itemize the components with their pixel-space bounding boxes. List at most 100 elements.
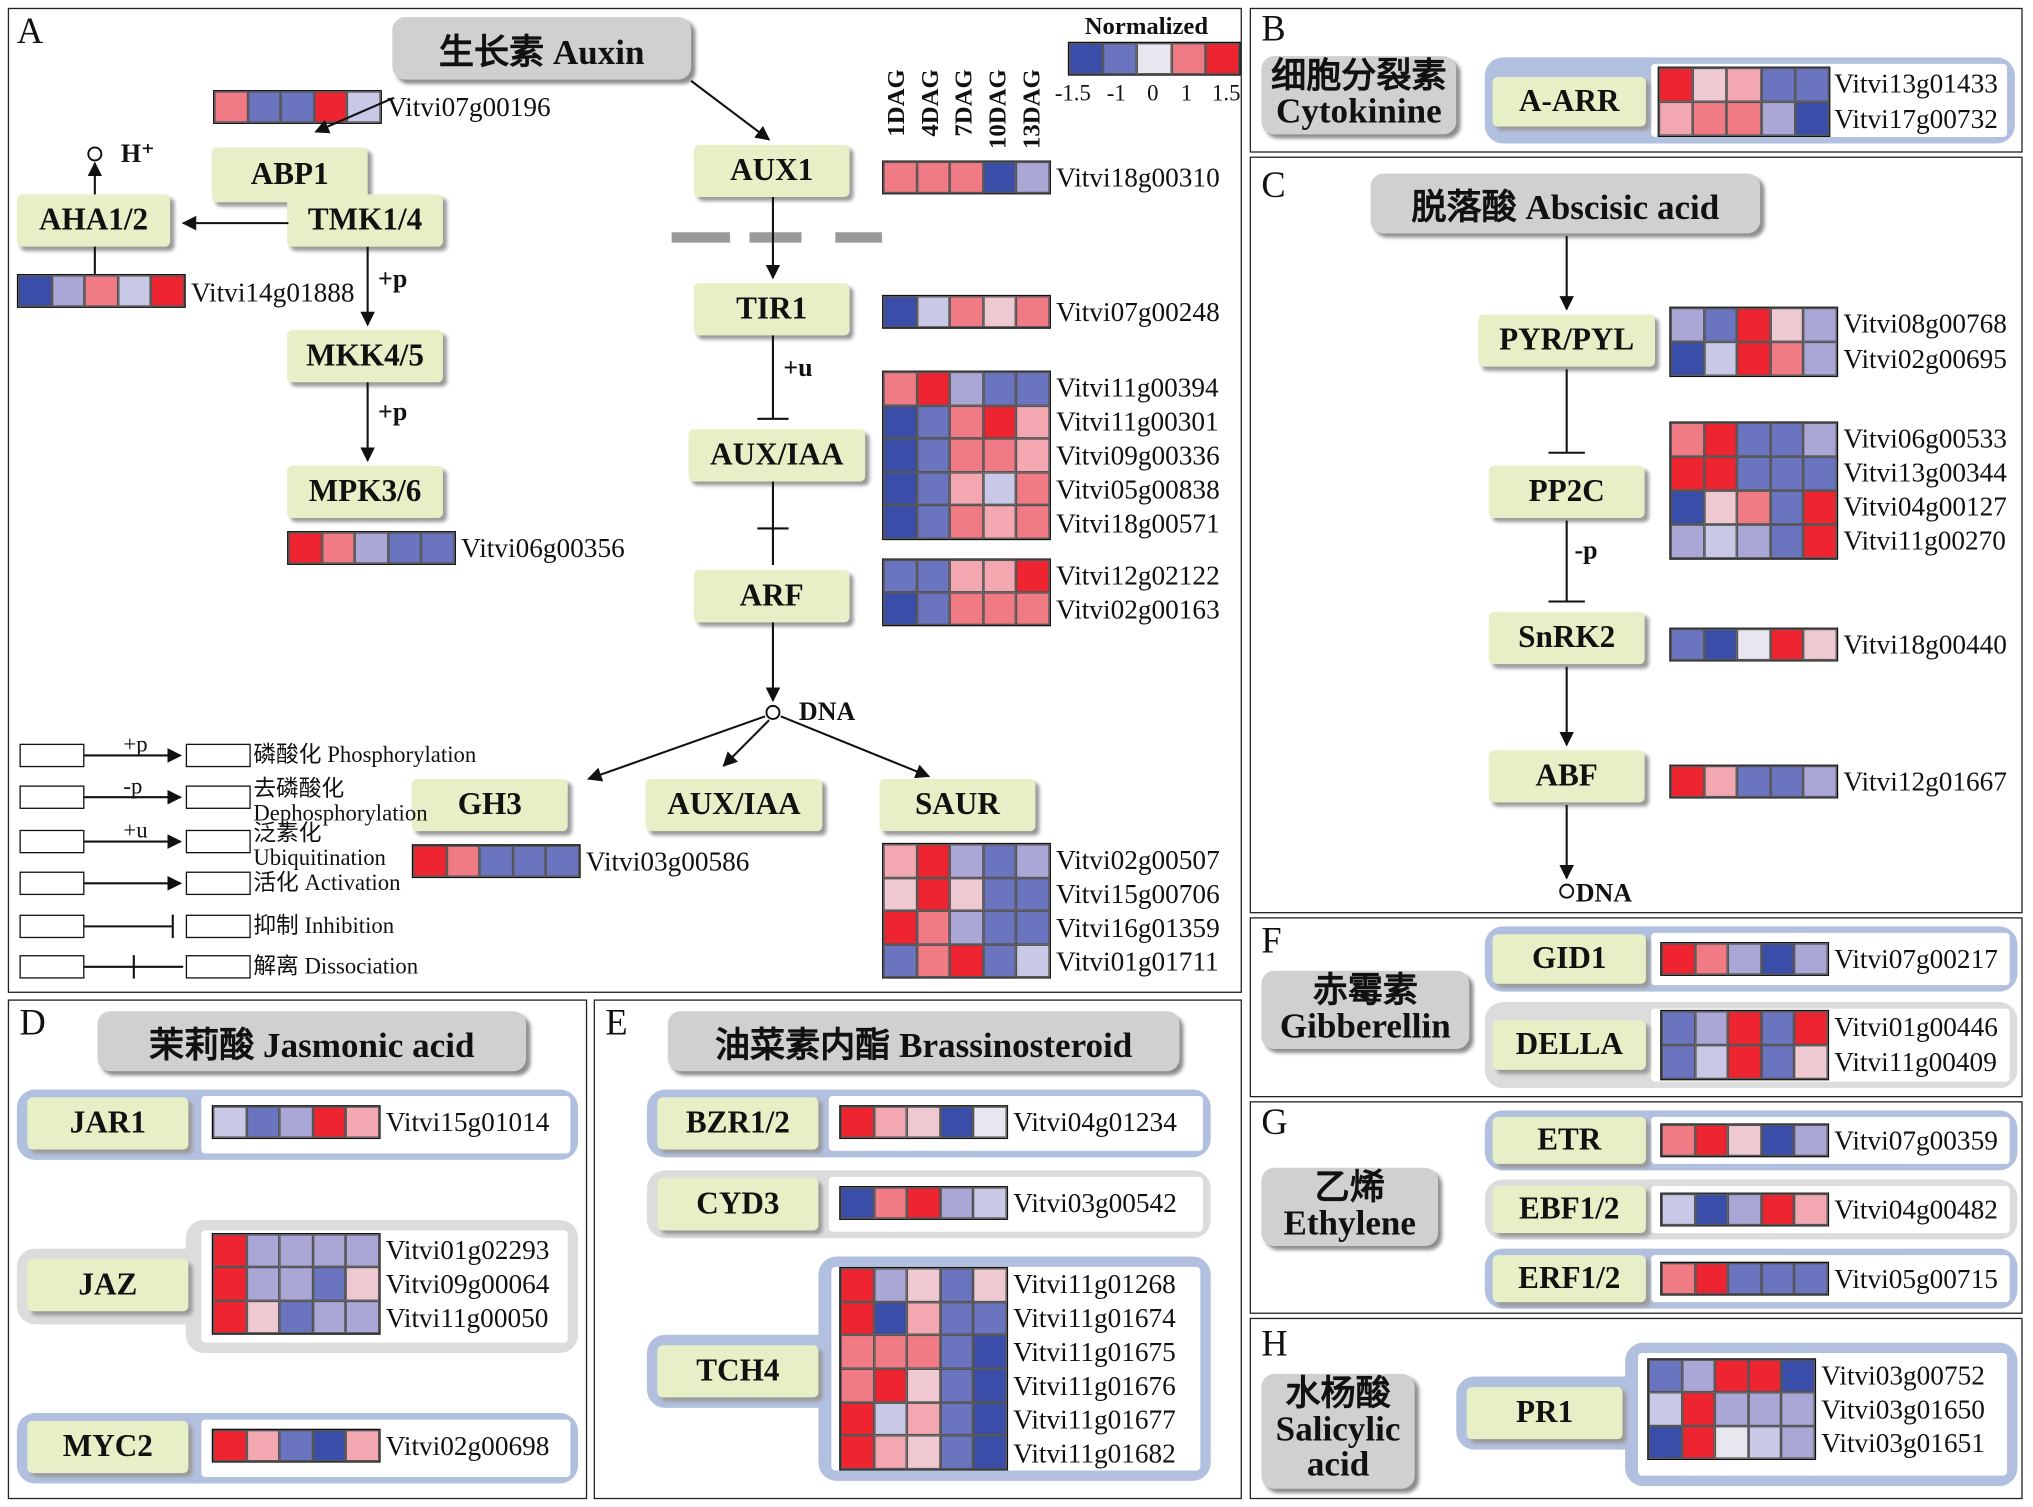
heatmap-cell [1715,1392,1749,1426]
panel-a: A 生长素 Auxin Normalized -1.5 -1 0 1 1.5 1… [7,7,1242,993]
aba-pathway-arrows [1548,236,1585,899]
heatmap-aha [16,273,186,308]
heatmap-cell [1703,628,1738,661]
heatmap-auxiaa [882,370,1051,541]
abscisic-acid-title: 脱落酸 Abscisic acid [1370,173,1761,234]
gene-id: Vitvi15g00706 [1056,878,1220,910]
heatmap-cell [973,1187,1007,1219]
heatmap-aux1 [882,160,1051,195]
heatmap-cell [983,472,1017,506]
heatmap-cell [1016,943,1050,978]
heatmap-cell [940,1187,974,1219]
gene-id: Vitvi11g00050 [385,1302,549,1334]
heatmap-cell [1748,1392,1782,1426]
heatmap-saur [882,842,1051,979]
heatmap-cell [883,438,917,473]
heatmap-cell [388,532,422,564]
salicylic-acid-title-en-2: acid [1306,1444,1370,1484]
gene-id: Vitvi06g00356 [461,532,625,564]
heatmap-cell [1205,43,1240,75]
heatmap-cell [1681,1359,1716,1393]
heatmap-cell [883,559,917,593]
heatmap-cell [906,1106,941,1138]
heatmap-cell [873,1335,907,1369]
heatmap-cell [1661,1011,1695,1046]
gene-id: Vitvi04g00482 [1834,1193,1998,1226]
heatmap-cell [983,592,1017,625]
heatmap-cell [1670,628,1704,661]
heatmap-cell [1016,559,1050,593]
gibberellin-title-en: Gibberellin [1279,1005,1451,1046]
heatmap-cell [1703,341,1738,376]
heatmap-cell [883,505,917,539]
heatmap-cell [916,877,950,911]
heatmap-cell [1016,877,1050,911]
heatmap-cell [940,1106,974,1138]
heatmap-cell [1761,101,1796,136]
heatmap-cell [1748,1425,1782,1459]
heatmap-gid1 [1660,942,1830,976]
heatmap-cell [883,592,917,625]
heatmap-cell [1016,472,1050,506]
heatmap-cell [246,1234,280,1268]
heatmap-cell [1661,1045,1695,1080]
key-box [19,829,85,854]
heatmap-cell [280,91,315,123]
panel-e: E 油菜素内酯 Brassinosteroid BZR1/2 Vitvi04g0… [593,999,1242,1500]
heatmap-cell [1658,67,1693,102]
phospho-label: +p [378,264,408,294]
heatmap-cell [213,1106,247,1138]
key-box [19,955,85,979]
heatmap-cell [1681,1392,1716,1426]
panel-g-letter: G [1261,1102,1288,1143]
heatmap-cell [1016,910,1050,944]
gene-id: Vitvi02g00695 [1843,343,2007,375]
gene-id: Vitvi05g00715 [1834,1263,1998,1295]
brassinosteroid-title: 油菜素内酯 Brassinosteroid [667,1011,1180,1072]
heatmap-cell [312,1106,347,1138]
legend-tick: 0 [1147,79,1159,106]
gene-id: Vitvi11g01676 [1013,1369,1176,1402]
heatmap-cell [1803,490,1837,525]
heatmap-cell [1728,1124,1762,1157]
node-jar1: JAR1 [27,1097,189,1150]
heatmap-cell [973,1368,1007,1403]
gene-id: Vitvi08g00768 [1843,307,2007,340]
heatmap-cell [940,1335,974,1369]
heatmap-cell [1728,1011,1762,1046]
heatmap-cell [916,296,950,328]
panel-b: B 细胞分裂素 Cytokinine A-ARR Vitvi13g01433 V… [1249,7,2023,153]
heatmap-cell [117,275,152,307]
gene-id: Vitvi11g00301 [1056,405,1219,438]
heatmap-cell [1795,67,1830,102]
key-label: 磷酸化 Phosphorylation [253,741,477,768]
heatmap-cell [1694,1124,1729,1157]
heatmap-cell [1694,1045,1729,1080]
node-arf: ARF [693,570,850,623]
gene-id: Vitvi15g01014 [385,1106,550,1138]
proton-label: H⁺ [120,139,155,169]
heatmap-snrk2 [1669,627,1839,662]
gene-id: Vitvi03g00586 [585,845,750,877]
heatmap-cell [1728,1045,1762,1080]
gene-id: Vitvi18g00310 [1056,161,1220,194]
heatmap-cell [873,1435,907,1470]
heatmap-cell [1171,43,1206,75]
heatmap-cell [1703,524,1738,559]
heatmap-cell [840,1106,874,1138]
heatmap-cell [288,532,322,564]
heatmap-cell [246,1267,280,1301]
heatmap-cell [346,1106,380,1138]
heatmap-cell [1737,341,1771,376]
gene-id: Vitvi03g00542 [1013,1187,1177,1219]
heatmap-cell [983,405,1017,439]
ethylene-title-cn: 乙烯 [1314,1167,1385,1207]
gene-id: Vitvi05g00838 [1056,473,1220,505]
heatmap-cell [949,877,984,911]
heatmap-cell [973,1268,1007,1302]
heatmap-cell [1803,628,1837,661]
node-gid1: GID1 [1492,934,1646,984]
heatmap-jaz [211,1232,381,1335]
heatmap-cell [1670,524,1704,559]
heatmap-cell [1661,1193,1695,1226]
